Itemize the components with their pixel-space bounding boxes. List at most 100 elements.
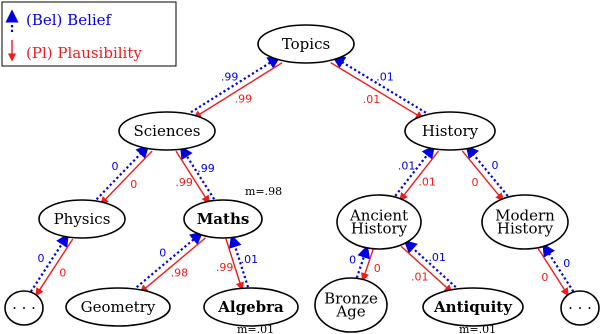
belief-value: 0 — [349, 253, 356, 266]
plausibility-value: .99 — [235, 93, 253, 106]
belief-value: 0 — [159, 247, 166, 260]
node-ellipse — [336, 194, 422, 250]
plausibility-arrow — [361, 249, 374, 282]
mass-label-maths: m=.98 — [245, 185, 282, 198]
plausibility-arrow — [461, 150, 504, 202]
node-label: Sciences — [134, 122, 201, 140]
node-label: · · · — [568, 299, 592, 317]
belief-value: 0 — [112, 160, 119, 173]
belief-arrow — [228, 234, 250, 288]
node-label: Antiquity — [433, 298, 513, 316]
edge-maths-algebra: .01.99 — [216, 234, 258, 291]
edge-physics-phys_more: 00 — [29, 233, 74, 297]
node-ellipse — [38, 199, 126, 239]
legend-box — [1, 1, 177, 67]
plausibility-value: .99 — [175, 176, 193, 189]
plausibility-value: .01 — [411, 270, 429, 283]
belief-arrow — [403, 239, 457, 288]
plausibility-value: .99 — [216, 261, 234, 274]
node-modern_more[interactable]: · · · — [560, 290, 600, 326]
edge-sciences-physics: 00 — [95, 144, 153, 205]
node-ellipse — [560, 290, 600, 326]
belief-arrow — [331, 55, 427, 114]
belief-arrow — [29, 233, 69, 293]
node-ellipse — [203, 287, 299, 327]
legend-plausibility-label: (Pl) Plausibility — [26, 44, 142, 62]
belief-arrow — [394, 144, 436, 197]
edge-history-modern: 00 — [461, 144, 509, 202]
node-sciences[interactable]: Sciences — [118, 111, 216, 151]
node-ellipse — [4, 290, 44, 326]
plausibility-arrow — [225, 238, 244, 291]
plausibility-arrow — [100, 150, 153, 205]
belief-arrow — [95, 144, 150, 201]
node-ellipse — [314, 277, 388, 333]
node-label: History — [422, 122, 479, 140]
edge-modern-modern_more: 00 — [537, 243, 575, 297]
plausibility-arrow — [192, 62, 283, 119]
plausibility-arrow — [175, 150, 210, 204]
edge-maths-geometry: 0.98 — [136, 231, 206, 294]
belief-arrow — [465, 144, 509, 197]
node-label: · · · — [12, 299, 36, 317]
node-ellipse — [404, 111, 496, 151]
belief-value: 0 — [492, 159, 499, 172]
node-ellipse — [481, 194, 569, 250]
belief-value: .01 — [398, 159, 416, 172]
plausibility-value: .98 — [171, 266, 189, 279]
node-maths[interactable]: Maths — [183, 199, 263, 239]
node-algebra[interactable]: Algebra — [203, 287, 299, 327]
plausibility-arrow — [537, 248, 569, 297]
edge-topics-sciences: .99 .99 — [190, 55, 283, 119]
legend: (Bel) Belief (Pl) Plausibility — [1, 1, 177, 67]
edge-sciences-maths: .99 .99 — [175, 145, 216, 204]
plausibility-arrow — [35, 238, 74, 297]
mass-label-algebra: m=.01 — [237, 323, 274, 334]
node-ellipse — [183, 199, 263, 239]
node-label: Algebra — [217, 298, 284, 316]
plausibility-arrow — [399, 150, 439, 202]
legend-belief-label: (Bel) Belief — [26, 11, 113, 29]
belief-value: .99 — [221, 70, 239, 83]
edge-ancient-bronze: 00 — [349, 244, 381, 282]
node-ellipse — [65, 287, 171, 327]
node-history[interactable]: History — [404, 111, 496, 151]
edge-history-ancient: .01.01 — [394, 144, 439, 202]
plausibility-value: 0 — [471, 176, 478, 189]
node-physics[interactable]: Physics — [38, 199, 126, 239]
belief-value: .99 — [197, 162, 215, 175]
belief-value: .01 — [376, 71, 394, 84]
belief-arrow — [136, 231, 204, 288]
node-geometry[interactable]: Geometry — [65, 287, 171, 327]
node-ellipse — [422, 287, 524, 327]
plausibility-arrow — [139, 237, 206, 294]
edges-layer: .99.99.01.0100.99.99.01.0100000.98.01.99… — [29, 55, 575, 297]
plausibility-value: 0 — [374, 262, 381, 275]
node-ellipse — [257, 24, 355, 64]
node-label: Topics — [282, 35, 330, 53]
node-phys_more[interactable]: · · · — [4, 290, 44, 326]
edge-topics-history: .01 .01 — [330, 55, 427, 120]
belief-value: 0 — [563, 257, 570, 270]
edge-ancient-antiquity: .01.01 — [400, 239, 457, 293]
plausibility-value: .01 — [363, 93, 381, 106]
plausibility-value: 0 — [130, 178, 137, 191]
node-label: Maths — [197, 210, 250, 228]
plausibility-arrow — [400, 245, 453, 293]
belief-value: .01 — [428, 251, 446, 264]
mass-label-antiquity: m=.01 — [459, 323, 496, 334]
belief-arrow — [355, 244, 370, 279]
node-topics[interactable]: Topics — [257, 24, 355, 64]
node-label: Physics — [54, 210, 111, 228]
belief-value: 0 — [37, 252, 44, 265]
plausibility-value: 0 — [541, 271, 548, 284]
node-antiquity[interactable]: Antiquity — [422, 287, 524, 327]
